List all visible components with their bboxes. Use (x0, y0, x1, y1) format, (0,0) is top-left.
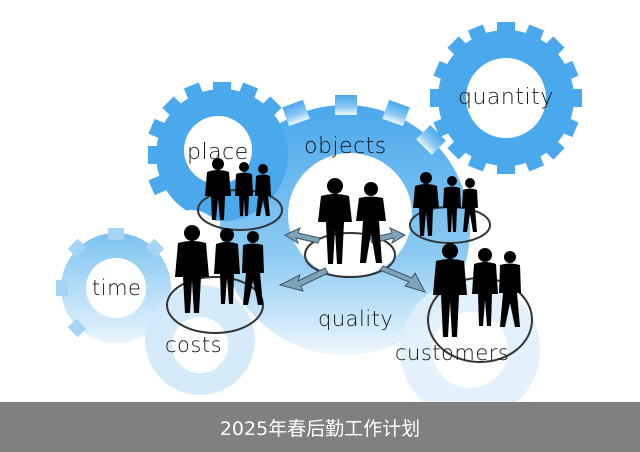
gear-quantity-icon (430, 22, 582, 174)
gears-illustration (56, 22, 582, 402)
gear-time-icon (56, 228, 171, 343)
label-quantity: quantity (458, 85, 554, 110)
illustration: quantity place objects time costs qualit… (56, 22, 582, 402)
label-quality: quality (318, 307, 394, 331)
caption-bar: 2025年春后勤工作计划 (0, 402, 640, 452)
label-time: time (92, 276, 142, 300)
arrows-icon (278, 227, 426, 293)
gear-place-icon (148, 82, 288, 221)
label-customers: customers (395, 341, 510, 365)
caption-title: 2025年春后勤工作计划 (219, 417, 421, 440)
people-silhouettes-icon (175, 158, 521, 337)
label-costs: costs (165, 333, 223, 357)
gear-costs-icon (145, 285, 255, 395)
label-objects: objects (304, 134, 387, 159)
label-place: place (187, 140, 249, 165)
